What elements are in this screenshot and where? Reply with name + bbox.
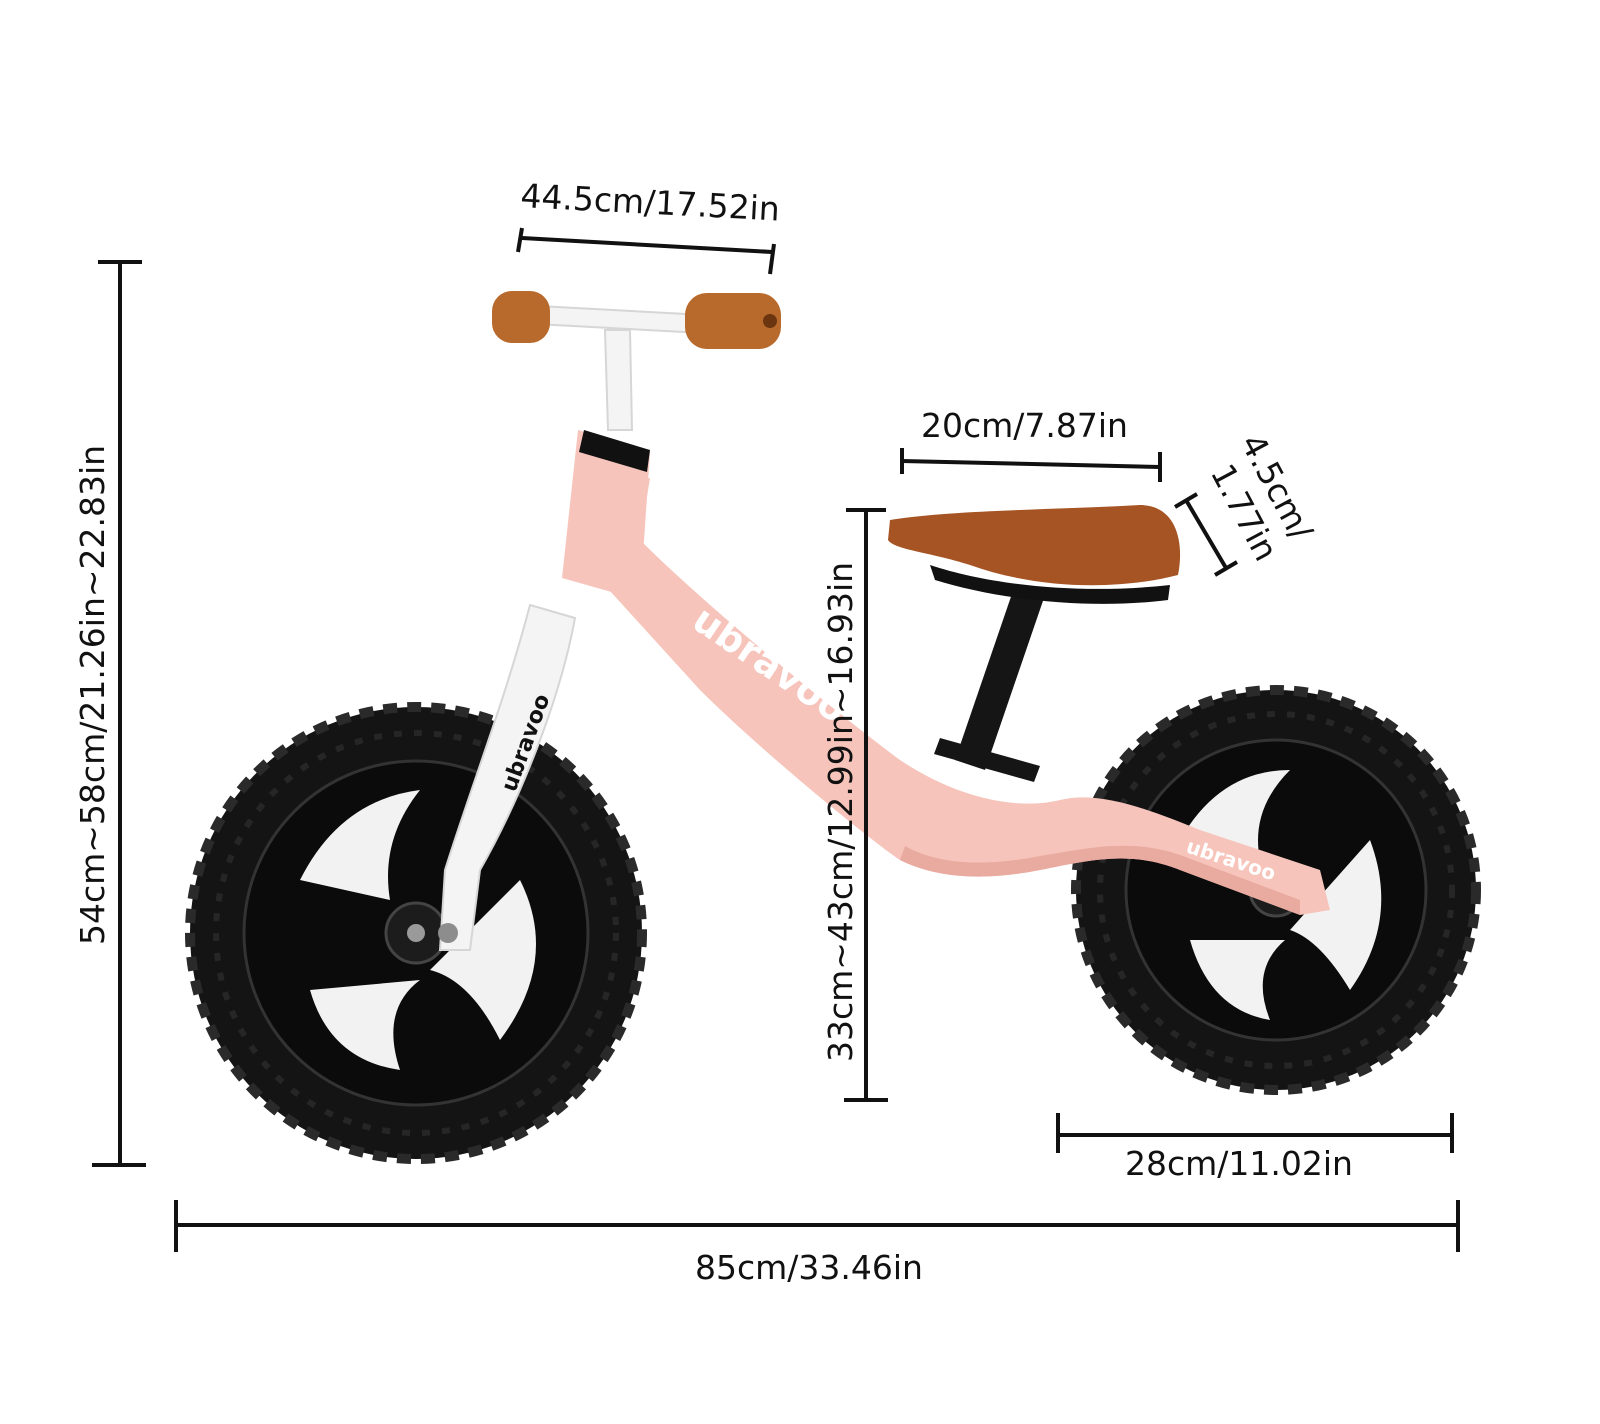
seat-length-dimension-line xyxy=(900,448,1162,482)
overall-height-dimension-line xyxy=(92,260,146,1167)
front-fork xyxy=(438,603,577,951)
left-grip xyxy=(492,291,550,343)
seat-thickness-dimension-line xyxy=(1173,492,1239,577)
head-tube xyxy=(562,430,650,600)
handlebar-width-label: 44.5cm/17.52in xyxy=(520,176,781,229)
overall-length-dimension-line xyxy=(174,1200,1460,1252)
dimension-labels: 44.5cm/17.52in 20cm/7.87in 4.5cm/ 1.77in… xyxy=(73,176,1353,1287)
wheel-diameter-label: 28cm/11.02in xyxy=(1125,1144,1353,1183)
bike-frame xyxy=(575,460,1330,915)
right-grip xyxy=(685,293,781,349)
wheel-diameter-dimension-line xyxy=(1056,1113,1454,1153)
seat-height-dimension-line xyxy=(844,508,888,1102)
saddle xyxy=(888,505,1181,604)
overall-length-label: 85cm/33.46in xyxy=(695,1248,923,1287)
handlebar xyxy=(492,291,781,431)
seat-length-label: 20cm/7.87in xyxy=(921,406,1128,445)
balance-bike: ubravoo ubravoo ubravoo xyxy=(185,291,1481,1164)
seat-post xyxy=(934,585,1045,782)
front-wheel xyxy=(185,702,647,1164)
overall-height-label: 54cm~58cm/21.26in~22.83in xyxy=(73,445,112,945)
seat-height-label: 33cm~43cm/12.99in~16.93in xyxy=(821,562,860,1062)
dimension-lines xyxy=(92,227,1460,1252)
handlebar-width-dimension-line xyxy=(516,227,776,275)
